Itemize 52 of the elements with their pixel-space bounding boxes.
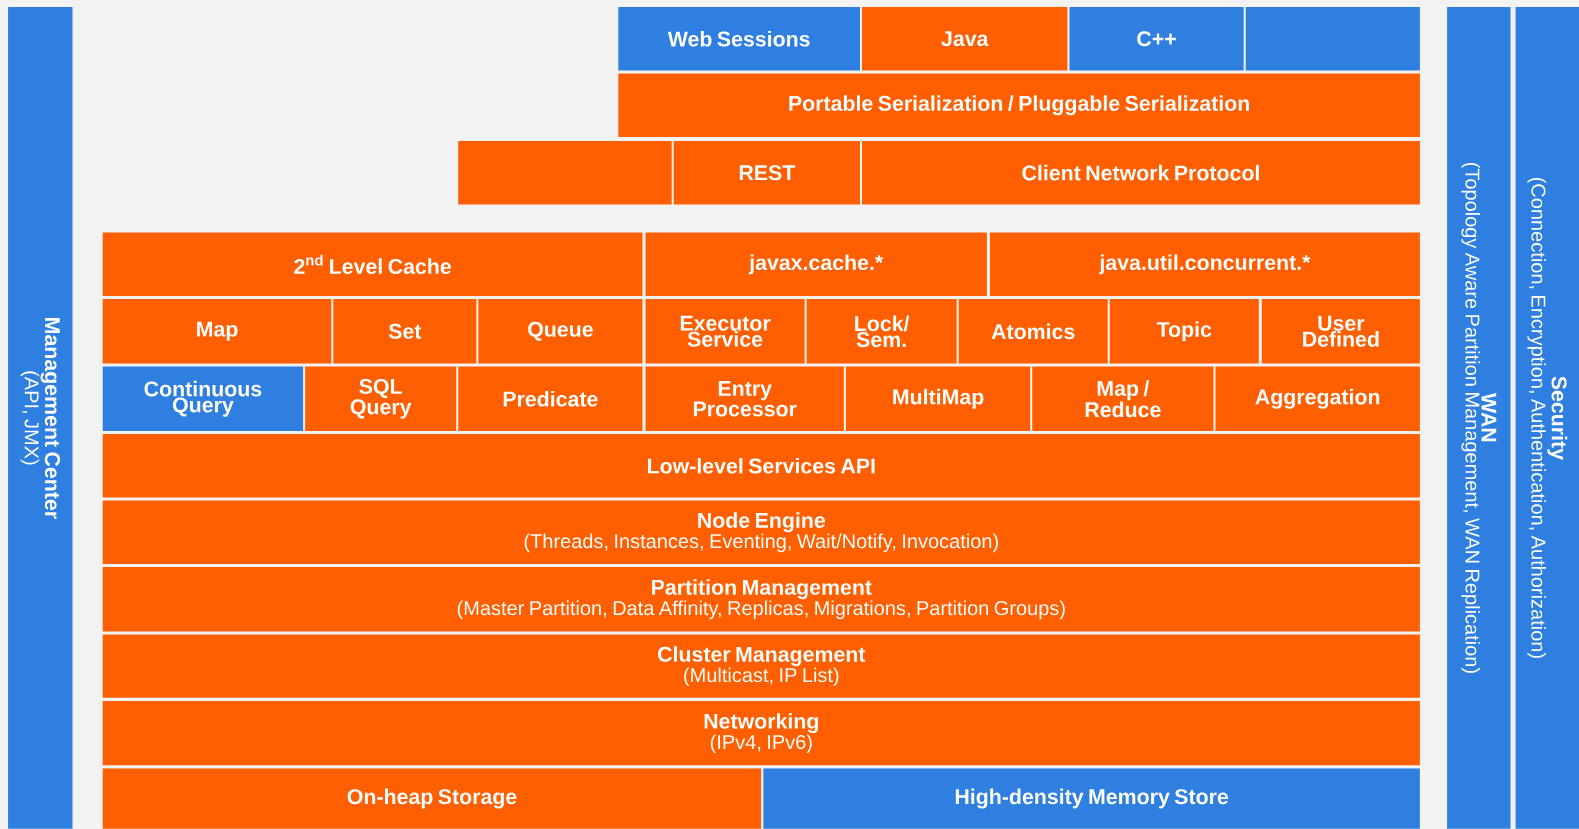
component-box: 2$^{nd}$ Level Cache <box>102 232 643 297</box>
component-box: Continuous Query <box>102 366 304 431</box>
component-box: On-heap Storage <box>102 768 762 829</box>
node-label: SQL Query <box>350 378 412 419</box>
node-label: Queue <box>528 321 593 341</box>
node-label: MultiMap <box>893 388 984 409</box>
component-box: Atomics <box>958 299 1108 364</box>
layer-box: Networking (IPv4, IPv6) <box>102 700 1420 766</box>
component-box: java.util.concurrent.* <box>989 232 1420 297</box>
layer-box: Cluster Management (Multicast, IP List) <box>102 634 1420 698</box>
node-label: Atomics <box>991 323 1075 340</box>
node-label: Topic <box>1156 321 1212 342</box>
component-box: C++ <box>1069 7 1244 71</box>
component-box: User Defined <box>1261 299 1420 364</box>
component-box: Set <box>333 299 477 364</box>
component-box: Aggregation <box>1215 366 1420 431</box>
node-label: Executor Service <box>680 315 771 347</box>
sidebar-band: Security (Connection, Encryption, Authentication, Authorization) <box>1515 7 1579 829</box>
node-label: C++ <box>1137 31 1176 47</box>
node-label: REST <box>739 165 796 181</box>
node-label: Set <box>388 323 422 339</box>
component-box: Executor Service <box>645 299 805 364</box>
component-box: Entry Processor <box>645 366 844 431</box>
component-box: Map / Reduce <box>1032 366 1214 431</box>
sidebar-band: Management Center (API, JMX) <box>8 7 73 829</box>
node-label: Client Network Protocol <box>1022 164 1259 181</box>
layer-box: Low-level Services API <box>102 434 1420 498</box>
layer-box: Portable Serialization / Pluggable Serialization <box>618 73 1420 137</box>
component-box: javax.cache.* <box>645 232 987 297</box>
component-box: Queue <box>478 299 643 364</box>
component-box: Client Network Protocol <box>862 141 1420 205</box>
node-label: Map <box>197 321 238 341</box>
component-box: Map <box>102 299 332 364</box>
component-box: SQL Query <box>305 366 457 431</box>
layer-box: Node Engine (Threads, Instances, Eventing, Wait/Notify, Invocation) <box>102 500 1420 564</box>
sidebar-band: WAN (Topology Aware Partition Management, WAN Replication) <box>1447 7 1511 829</box>
component-box <box>1245 7 1420 71</box>
component-box <box>458 141 672 205</box>
component-box: Lock/ Sem. <box>806 299 957 364</box>
node-label: Predicate <box>503 390 598 407</box>
component-box: REST <box>673 141 860 205</box>
node-label: Aggregation <box>1255 388 1380 409</box>
component-box: High-density Memory Store <box>763 768 1420 829</box>
component-box: Web Sessions <box>618 7 860 71</box>
component-box: Topic <box>1109 299 1259 364</box>
node-label: Map / Reduce <box>1085 380 1161 418</box>
component-box: Predicate <box>458 366 643 431</box>
layer-box: Partition Management (Master Partition, Data Affinity, Replicas, Migrations, Partition Groups) <box>102 566 1420 632</box>
component-box: Java <box>862 7 1068 71</box>
node-label: Entry Processor <box>693 381 797 417</box>
component-box: MultiMap <box>845 366 1031 431</box>
node-label: Lock/ Sem. <box>855 315 910 348</box>
